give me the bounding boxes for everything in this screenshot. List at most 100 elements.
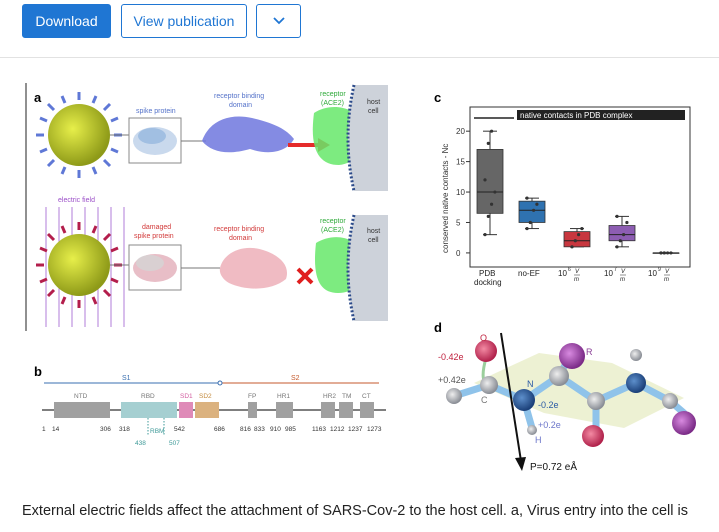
chevron-down-icon <box>272 17 285 25</box>
damaged-rbd-protein <box>219 247 288 289</box>
svg-text:318: 318 <box>119 426 130 433</box>
data-point <box>490 202 494 206</box>
svg-text:m: m <box>664 277 669 283</box>
svg-text:1237: 1237 <box>348 426 363 433</box>
download-button[interactable]: Download <box>22 4 111 38</box>
svg-text:m: m <box>620 277 625 283</box>
host2-label-line2: cell <box>368 237 379 244</box>
svg-text:CT: CT <box>362 393 371 400</box>
y-tick-label: 10 <box>456 188 465 197</box>
data-point <box>618 239 622 243</box>
host-cell-2 <box>348 215 388 321</box>
receptor2-label-line1: receptor <box>320 218 346 225</box>
data-point <box>528 220 532 225</box>
panel-c: c native contacts in PDB complex conserv… <box>434 90 691 287</box>
svg-text:-0.42e: -0.42e <box>438 352 464 362</box>
panel-d-letter: d <box>434 320 442 335</box>
svg-text:6: 6 <box>568 267 571 273</box>
data-point <box>573 239 577 243</box>
dipole-arrowhead-icon <box>515 457 526 471</box>
s2-label: S2 <box>291 375 300 382</box>
svg-text:SD2: SD2 <box>199 393 212 400</box>
svg-text:7: 7 <box>614 267 617 273</box>
svg-text:+0.42e: +0.42e <box>438 375 466 385</box>
view-publication-button[interactable]: View publication <box>121 4 247 38</box>
data-point <box>532 208 536 212</box>
data-point <box>659 251 663 255</box>
divider <box>0 57 719 58</box>
position-labels: 1 14 306 318 542 686 816 833 910 985 116… <box>42 426 382 433</box>
data-point <box>486 214 490 218</box>
figure-caption: External electric fields affect the atta… <box>22 503 688 519</box>
box <box>518 200 546 223</box>
y-axis-label: conserved native contacts - Nc <box>441 144 450 253</box>
legend-text: native contacts in PDB complex <box>520 111 633 120</box>
svg-text:V: V <box>621 269 626 275</box>
domain-labels: NTD RBD SD1 SD2 FP HR1 HR2 TM CT <box>74 393 371 400</box>
svg-text:816: 816 <box>240 426 251 433</box>
data-point <box>622 233 626 237</box>
svg-text:N: N <box>527 379 534 389</box>
y-tick-label: 20 <box>456 127 465 136</box>
svg-text:RBD: RBD <box>141 393 155 400</box>
host-label-line2: cell <box>368 108 379 115</box>
data-point <box>662 251 666 255</box>
data-point <box>535 202 539 206</box>
svg-text:1: 1 <box>42 426 46 433</box>
legend-box <box>517 110 685 120</box>
x-tick-pdb-line1: PDB <box>479 269 495 278</box>
damaged-virus-icon <box>36 222 122 308</box>
rbm-label: RBM <box>150 428 164 435</box>
x-tick-pdb-line2: docking <box>474 278 502 287</box>
host2-label-line1: host <box>367 228 380 235</box>
svg-text:+0.2e: +0.2e <box>538 420 561 430</box>
y-tick-label: 5 <box>456 218 461 227</box>
svg-text:14: 14 <box>52 426 60 433</box>
r-group-atom <box>559 343 585 369</box>
box <box>608 225 636 242</box>
more-options-button[interactable] <box>256 4 301 38</box>
svg-text:10: 10 <box>648 269 657 278</box>
svg-text:9: 9 <box>658 267 661 273</box>
svg-text:C: C <box>481 395 488 405</box>
data-point <box>580 226 584 231</box>
blocked-binding-icon <box>296 267 314 285</box>
nitrogen-atom <box>513 389 535 411</box>
rbd-label2-line1: receptor binding <box>214 226 264 233</box>
dipole-arrow <box>500 332 522 462</box>
receptor-label-line1: receptor <box>320 91 346 98</box>
svg-text:10: 10 <box>558 269 567 278</box>
field-label: electric field <box>58 197 95 204</box>
data-point <box>483 178 487 182</box>
panel-a-letter: a <box>34 90 42 105</box>
box <box>476 149 504 214</box>
receptor2-label-line2: (ACE2) <box>321 227 344 234</box>
svg-text:SD1: SD1 <box>180 393 193 400</box>
svg-text:10: 10 <box>604 269 613 278</box>
y-tick-label: 15 <box>456 158 465 167</box>
carbon-atom <box>480 376 498 394</box>
hydrogen-atom <box>527 425 537 435</box>
data-point <box>525 226 529 231</box>
data-point <box>525 196 529 200</box>
y-tick-label: 0 <box>456 249 461 258</box>
data-point <box>490 129 494 133</box>
data-point <box>625 220 629 225</box>
svg-text:HR1: HR1 <box>277 393 290 400</box>
svg-text:O: O <box>480 333 487 343</box>
data-point <box>669 251 673 255</box>
svg-text:HR2: HR2 <box>323 393 336 400</box>
panel-b: b S1 S2 NTD RBD SD1 SD2 FP HR1 HR2 TM CT <box>34 364 386 447</box>
svg-text:TM: TM <box>342 393 351 400</box>
rbm-end: 507 <box>169 440 180 447</box>
data-point <box>493 190 497 194</box>
rbd-label-line2: domain <box>229 102 252 109</box>
data-point <box>570 245 574 249</box>
box-series <box>476 129 680 255</box>
data-point <box>483 233 487 237</box>
dipole-label: P=0.72 eÅ <box>530 460 577 473</box>
